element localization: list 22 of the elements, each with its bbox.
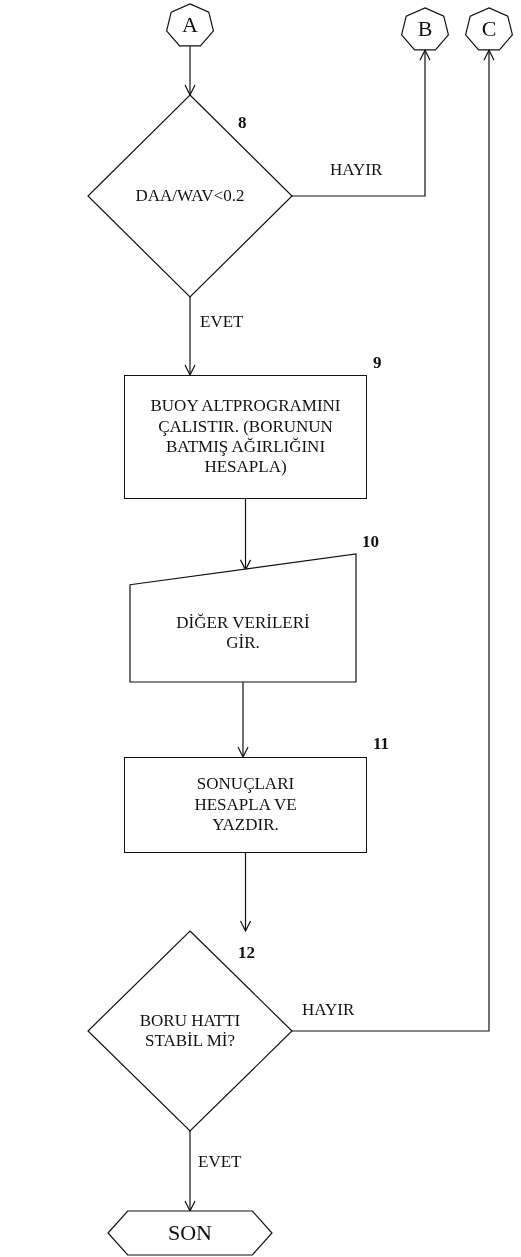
arrow bbox=[184, 1130, 196, 1212]
arrow bbox=[184, 45, 196, 96]
node-text: BUOY ALTPROGRAMINI ÇALISTIR. (BORUNUN BATMIŞ AĞIRLIĞINI HESAPLA) bbox=[149, 396, 342, 478]
node-text: A bbox=[182, 11, 198, 39]
node-text: DAA/WAV<0.2 bbox=[135, 185, 245, 207]
node-text: BORU HATTI STABİL Mİ? bbox=[138, 1010, 242, 1052]
arrow bbox=[237, 681, 249, 758]
step-number: 11 bbox=[373, 734, 390, 754]
node-text: B bbox=[417, 15, 433, 43]
step-number: 10 bbox=[362, 532, 379, 552]
arrow bbox=[184, 296, 196, 376]
node-text: C bbox=[481, 15, 497, 43]
arrow bbox=[239, 852, 252, 932]
step-number: 12 bbox=[238, 943, 255, 963]
arrow bbox=[291, 49, 431, 197]
node-text: SONUÇLARI HESAPLA VE YAZDIR. bbox=[193, 774, 298, 836]
node-text: SON bbox=[168, 1219, 212, 1247]
node-text: DİĞER VERİLERİ GİR. bbox=[175, 612, 311, 654]
arrow bbox=[239, 498, 252, 571]
arrow bbox=[291, 49, 495, 1032]
step-number: 8 bbox=[238, 113, 247, 133]
step-number: 9 bbox=[373, 353, 382, 373]
